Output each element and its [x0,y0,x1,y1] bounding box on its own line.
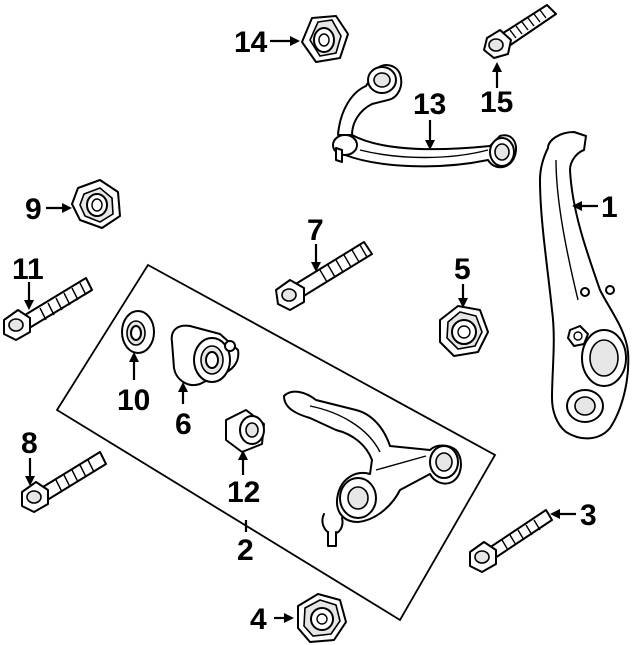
lower-control-arm [283,390,462,547]
callout-11: 11 [12,253,44,286]
callout-8: 8 [21,427,38,460]
part-7-bolt [275,241,373,311]
callout-9: 9 [25,193,42,226]
callout-7: 7 [307,214,324,247]
callout-6: 6 [175,408,192,441]
part-8-bolt [21,451,107,513]
callout-5: 5 [454,253,471,286]
callout-10: 10 [117,384,150,417]
part-4-nut [297,593,347,643]
callout-12: 12 [227,476,260,509]
callout-13: 13 [413,88,446,121]
part-12-bushing [225,409,265,453]
callout-14: 14 [234,26,268,59]
part-3-bolt [469,509,553,573]
callout-15: 15 [480,86,513,119]
callout-4: 4 [250,603,267,636]
part-9-nut [71,179,121,229]
part-13-upper-control-arm [332,64,518,169]
part-10-washer [121,310,155,354]
part-6-bushing [170,324,240,386]
part-11-bolt [3,277,93,341]
part-5-nut [439,305,489,357]
part-15-bolt [483,4,557,59]
callout-3: 3 [580,499,597,532]
callout-2: 2 [237,534,254,567]
lower-arm-assembly-outline [55,263,497,622]
callout-1: 1 [601,191,618,224]
part-1-steering-knuckle [539,131,630,440]
leader-lines [24,36,598,623]
callout-labels: 14 15 13 1 9 7 11 5 10 6 12 8 2 3 4 [12,26,618,636]
part-14-nut [301,15,349,63]
